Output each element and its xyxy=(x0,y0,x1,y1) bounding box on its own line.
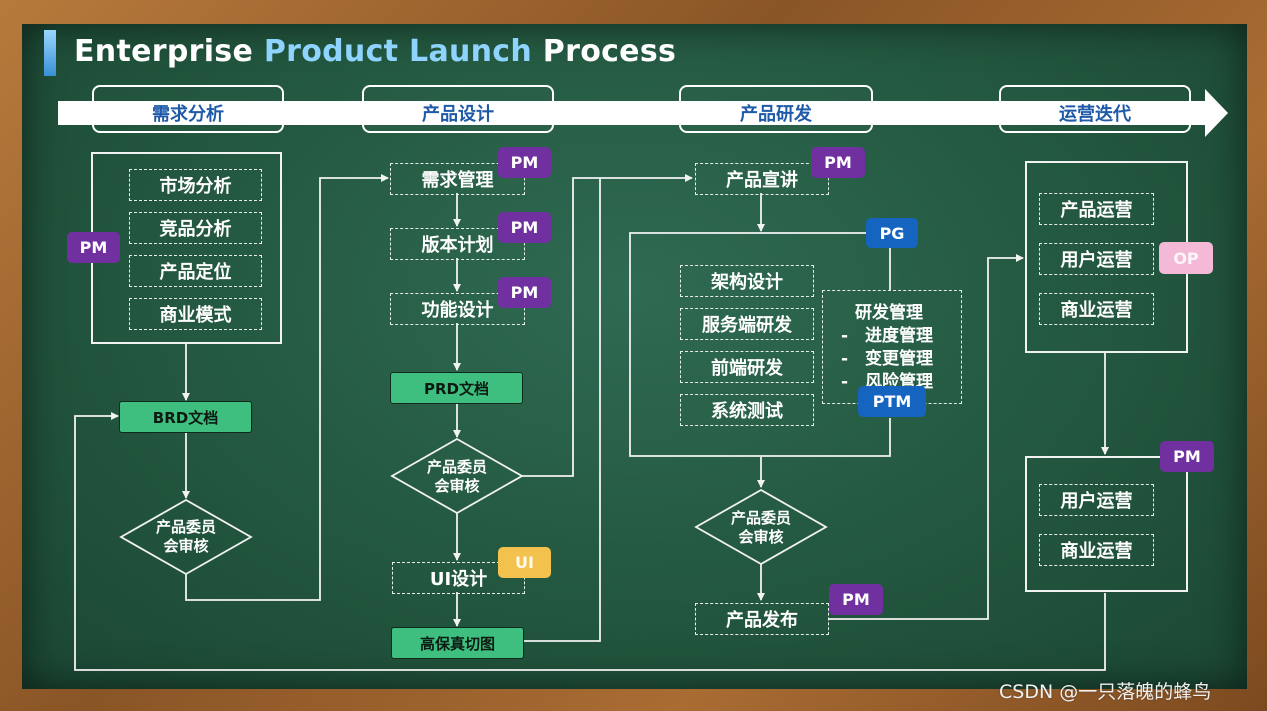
title-accent-bar xyxy=(44,30,56,76)
system-testing: 系统测试 xyxy=(680,394,814,426)
architecture-design: 架构设计 xyxy=(680,265,814,297)
timeline-arrow xyxy=(58,89,1228,137)
dev-review-label: 产品委员会审核 xyxy=(730,509,791,546)
rd-item-change: -变更管理 xyxy=(841,349,933,369)
pm-badge-release: PM xyxy=(829,584,883,615)
ptm-badge: PTM xyxy=(858,386,926,417)
rd-item-progress: -进度管理 xyxy=(841,326,933,346)
rd-management-box: 研发管理 -进度管理 -变更管理 -风险管理 xyxy=(822,290,962,404)
chalkboard xyxy=(22,24,1247,689)
brd-document: BRD文档 xyxy=(119,401,252,433)
product-release: 产品发布 xyxy=(695,603,829,635)
pm-badge-ops: PM xyxy=(1160,441,1214,472)
ops-bottom-container xyxy=(1025,456,1188,592)
feature-design: 功能设计 xyxy=(390,293,525,325)
business-model: 商业模式 xyxy=(129,298,262,330)
design-review-label: 产品委员会审核 xyxy=(426,458,487,495)
competitor-analysis: 竞品分析 xyxy=(129,212,262,244)
phase-product-design: 产品设计 xyxy=(362,85,554,133)
user-operation-top: 用户运营 xyxy=(1039,243,1154,275)
business-operation-bottom: 商业运营 xyxy=(1039,534,1154,566)
product-operation: 产品运营 xyxy=(1039,193,1154,225)
market-analysis: 市场分析 xyxy=(129,169,262,201)
analysis-review-label: 产品委员会审核 xyxy=(155,518,216,555)
pm-badge-version: PM xyxy=(498,212,551,243)
pm-badge-briefing: PM xyxy=(811,147,865,178)
hifi-mockup: 高保真切图 xyxy=(391,627,524,659)
pm-badge-feature: PM xyxy=(498,277,551,308)
version-planning: 版本计划 xyxy=(390,228,525,260)
requirement-management: 需求管理 xyxy=(390,163,525,195)
phase-operation-iteration: 运营迭代 xyxy=(999,85,1191,133)
ui-design: UI设计 xyxy=(392,562,525,594)
phase-requirements-analysis: 需求分析 xyxy=(92,85,284,133)
ui-badge: UI xyxy=(498,547,551,578)
product-positioning: 产品定位 xyxy=(129,255,262,287)
prd-document: PRD文档 xyxy=(390,372,523,404)
pm-badge-requirement: PM xyxy=(498,147,551,178)
pm-badge-analysis: PM xyxy=(67,232,120,263)
page-title: Enterprise Product Launch Process xyxy=(74,34,677,69)
dev-container xyxy=(629,232,891,457)
backend-development: 服务端研发 xyxy=(680,308,814,340)
product-briefing: 产品宣讲 xyxy=(695,163,829,195)
user-operation-bottom: 用户运营 xyxy=(1039,484,1154,516)
csdn-watermark: CSDN @一只落魄的蜂鸟 xyxy=(999,681,1212,703)
phase-product-development: 产品研发 xyxy=(679,85,873,133)
pg-badge: PG xyxy=(866,218,918,248)
op-badge: OP xyxy=(1159,242,1213,274)
frontend-development: 前端研发 xyxy=(680,351,814,383)
business-operation-top: 商业运营 xyxy=(1039,293,1154,325)
rd-management-title: 研发管理 xyxy=(855,303,923,323)
